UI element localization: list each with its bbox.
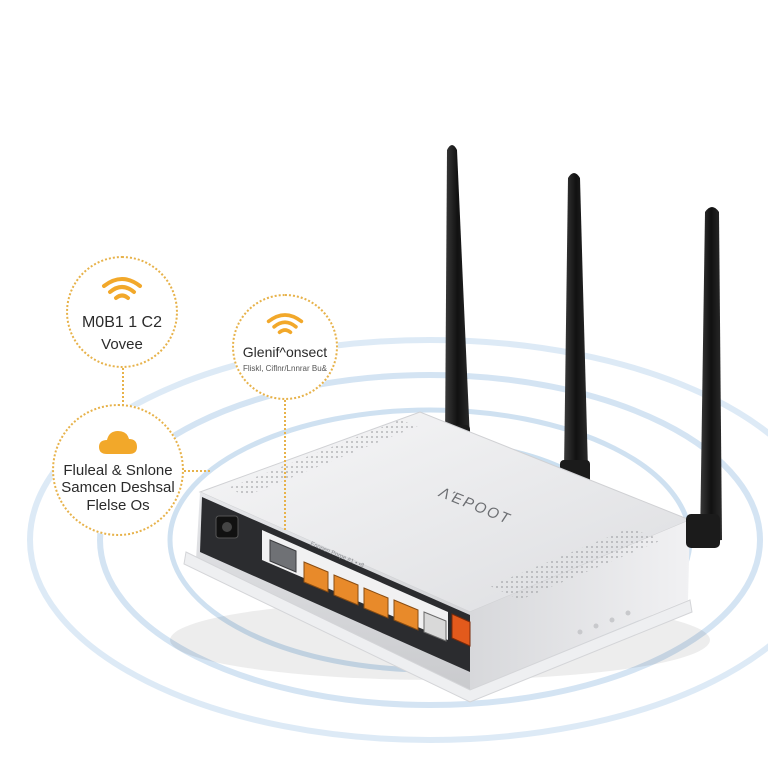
bubble-line-3: Flelse Os [86,496,150,514]
bubble-subtitle: Vovee [101,336,143,354]
bubble-title: Fluleal & Snlone [63,462,173,479]
cloud-feature-bubble: Fluleal & Snlone Samcen Deshsal Flelse O… [52,404,184,536]
mobile-feature-bubble: M0B1 1 C2 Vovee [66,256,178,368]
power-port [215,515,239,539]
bubble-title: M0B1 1 C2 [81,314,163,331]
bubble-title: Glenif^onsect [242,344,328,360]
connector-line [284,400,286,530]
connector-line [122,368,124,406]
bubble-line-2: Samcen Deshsal [61,479,175,497]
client-feature-bubble: Glenif^onsect Fliskl, Ciflnr/Lnnrar Bu& [232,294,338,400]
antenna-left [440,145,470,447]
antenna-right [686,207,722,548]
bubble-subtitle: Fliskl, Ciflnr/Lnnrar Bu& [242,364,328,374]
cloud-icon [99,431,137,454]
connector-line [184,470,210,472]
wifi-icon [102,277,142,300]
wifi-icon [266,313,304,335]
lan-ports [303,561,447,642]
sfp-port [451,613,471,647]
status-leds [577,610,631,635]
port-panel [215,515,471,647]
wan-port [269,539,297,573]
antenna-middle [560,173,590,484]
